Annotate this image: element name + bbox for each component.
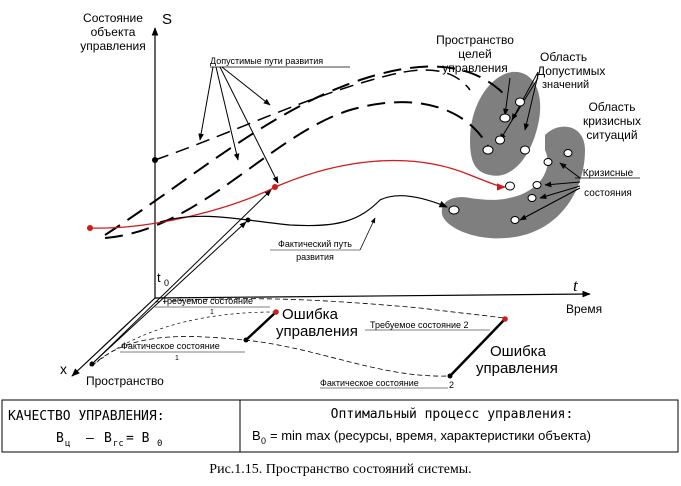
vector-to-black-point (93, 221, 247, 363)
allowed-paths-label: Допустимые пути развития (210, 56, 323, 66)
actual-path-label: Фактический путь (278, 239, 352, 249)
s-axis-label-2: объекта (91, 25, 136, 39)
control-error-1-label: Ошибка (282, 306, 339, 323)
error-line-2 (449, 318, 506, 377)
pointer-line (559, 162, 581, 179)
goal-space-label: Пространство (436, 33, 514, 47)
s-axis-label: Состояние (83, 11, 143, 25)
admissible-label: Область (540, 50, 587, 64)
crisis-region-label-2: кризисных (583, 114, 641, 128)
proj-actual-2 (447, 373, 453, 379)
quality-eq: = В (126, 431, 150, 446)
quality-sub3: 0 (157, 439, 162, 449)
quality-b2: В (104, 431, 112, 446)
pointer-line (523, 74, 539, 131)
t0-sub: 0 (164, 278, 169, 288)
pointer-line (359, 217, 376, 251)
crisis-points (448, 149, 573, 224)
state-space-diagram: Состояние объекта управления S t Время x… (1, 11, 679, 453)
actual-state-1-label: Фактическое состояние (121, 341, 220, 351)
s-axis-point (152, 157, 158, 163)
x-symbol: x (60, 361, 67, 377)
crisis-states-label-2: состояния (584, 188, 632, 199)
proj-required-2 (502, 316, 508, 322)
t-symbol: t (573, 276, 579, 295)
optimal-title: Оптимальный процесс управления: (331, 407, 574, 422)
allowed-path-1 (104, 65, 506, 236)
error-line-1 (245, 311, 277, 341)
required-state-1-num: 1 (210, 309, 214, 316)
pointer-line (198, 66, 214, 141)
pointer-line (221, 66, 271, 106)
time-label: Время (566, 302, 602, 316)
proj-actual-1 (243, 337, 249, 343)
goal-space-label-2: целей (458, 47, 491, 61)
t0-symbol: t (157, 270, 161, 285)
red-start-point (87, 225, 93, 231)
optimal-sub: 0 (261, 436, 266, 446)
required-path (89, 159, 506, 229)
pointer-line (519, 187, 581, 221)
control-error-1b-label: управления (276, 323, 358, 340)
pointer-line (503, 77, 511, 116)
pointer-line (219, 66, 279, 184)
pointer-line (511, 71, 539, 121)
optimal-rest: = min max (ресурсы, время, характеристик… (270, 428, 591, 443)
bottom-formula-box (1, 399, 679, 453)
s-symbol: S (162, 11, 172, 28)
space-label: Пространство (86, 374, 164, 388)
control-error-2-label: Ошибка (490, 343, 547, 360)
goal-space-label-3: управления (442, 61, 507, 75)
actual-path-label-2: развития (296, 252, 334, 262)
allowed-path-2 (104, 101, 491, 239)
required-state-2-label: Требуемое состояние 2 (370, 320, 468, 330)
crisis-region-label: Область (588, 100, 635, 114)
projection-required-path (154, 298, 505, 319)
admissible-label-2: Допустимых (537, 64, 605, 78)
proj-required-1 (273, 309, 279, 315)
red-point (272, 184, 278, 190)
figure-caption: Рис.1.15. Пространство состояний системы… (209, 462, 472, 477)
pointer-line (215, 66, 240, 161)
black-point (245, 217, 251, 223)
control-error-2b-label: управления (476, 360, 558, 377)
s-axis-label-3: управления (80, 39, 145, 53)
actual-state-2-num: 2 (449, 380, 454, 390)
crisis-region (441, 126, 585, 239)
quality-sub2: гс (113, 439, 124, 449)
pointer-line (499, 77, 539, 141)
pointer-line (539, 185, 581, 199)
quality-sub1: ц (65, 439, 70, 449)
crisis-region-label-3: ситуаций (586, 128, 637, 142)
quality-b: В (56, 431, 64, 446)
optimal-b: В (252, 428, 261, 443)
x-axis (71, 297, 156, 377)
admissible-label-3: значений (542, 79, 589, 91)
actual-path (159, 195, 448, 227)
required-state-1-label: Требуемое состояние (162, 296, 253, 306)
quality-title: КАЧЕСТВО УПРАВЛЕНИЯ: (8, 409, 165, 424)
pointer-line (544, 181, 581, 188)
admissible-points (482, 97, 530, 155)
t-axis (154, 290, 591, 299)
crisis-states-label: Кризисные (583, 168, 634, 179)
quality-minus: – (86, 431, 94, 446)
allowed-path-3 (154, 69, 471, 161)
actual-state-1-num: 1 (175, 355, 179, 362)
projection-offset (91, 311, 276, 367)
x-axis-point (89, 361, 95, 367)
actual-state-2-label: Фактическое состояние (320, 378, 419, 388)
